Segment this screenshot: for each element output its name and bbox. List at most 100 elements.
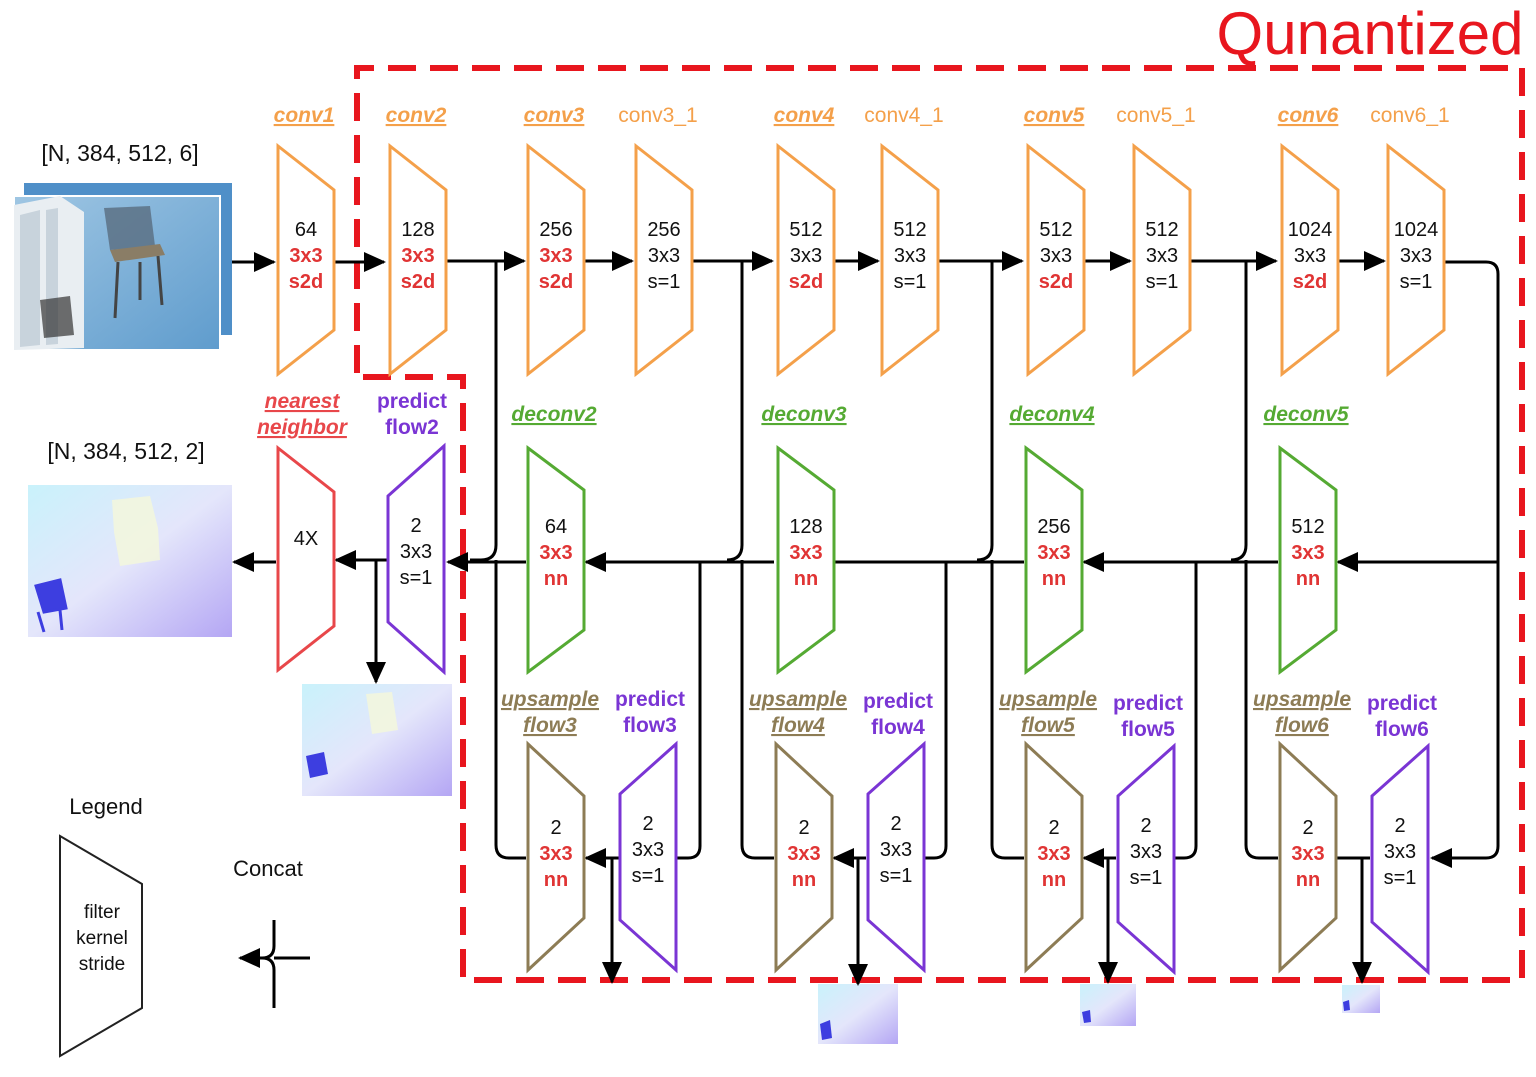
encoder-stride-conv4: s2d [789,271,823,293]
predict-block-2 [866,740,926,974]
encoder-filters-conv3: 256 [539,219,572,241]
encoder-stride-conv6: s2d [1293,271,1327,293]
deconv-filters-deconv5: 512 [1291,516,1324,538]
upsample-filters-2: 2 [1048,817,1059,839]
upsample-stride-0: nn [544,869,568,891]
deconv-stride-deconv3: nn [794,568,818,590]
deconv-block-deconv2 [526,445,586,675]
encoder-label-conv2: conv2 [386,104,447,127]
encoder-kernel-conv6_1: 3x3 [1400,245,1432,267]
encoder-stride-conv3: s2d [539,271,573,293]
encoder-filters-conv4_1: 512 [893,219,926,241]
predict-stride-4: s=1 [1384,867,1417,889]
predict-block-3 [1116,742,1176,976]
encoder-kernel-conv1: 3x3 [289,245,322,267]
deconv-label-deconv4: deconv4 [1009,403,1095,426]
flow4-thumbnail [1080,984,1136,1026]
legend-concat-label: Concat [233,856,303,881]
predict-label-3-line1: predict [1113,692,1183,715]
flow3-thumbnail [818,984,898,1044]
upsample-kernel-1: 3x3 [787,843,820,865]
legend-shape [59,834,143,1058]
legend-line-2: kernel [76,928,128,949]
nearest-neighbor-label-2: neighbor [257,416,349,439]
deconv-label-deconv5: deconv5 [1263,403,1349,426]
encoder-kernel-conv3_1: 3x3 [648,245,680,267]
encoder-block-conv4 [776,142,836,378]
encoder-block-conv1 [276,142,336,378]
deconv-kernel-deconv2: 3x3 [539,542,572,564]
encoder-label-conv3_1: conv3_1 [618,104,697,127]
upsample-block-3 [1278,740,1338,974]
encoder-kernel-conv6: 3x3 [1294,245,1326,267]
encoder-filters-conv3_1: 256 [647,219,680,241]
encoder-kernel-conv4_1: 3x3 [894,245,926,267]
encoder-kernel-conv2: 3x3 [401,245,434,267]
deconv-blocks: deconv2643x3nndeconv31283x3nndeconv42563… [511,403,1349,675]
output-flow-image [28,485,232,637]
deconv-kernel-deconv3: 3x3 [789,542,822,564]
diagram-title: Qunantized [1217,0,1524,67]
connection-lines [232,251,1500,986]
encoder-filters-conv6_1: 1024 [1394,219,1439,241]
legend-line-1: filter [84,902,121,923]
upsample-kernel-0: 3x3 [539,843,572,865]
encoder-label-conv3: conv3 [524,104,585,127]
legend-line-3: stride [79,954,125,975]
encoder-stride-conv3_1: s=1 [648,271,681,293]
deconv-stride-deconv4: nn [1042,568,1066,590]
deconv-kernel-deconv4: 3x3 [1037,542,1070,564]
upsample-filters-1: 2 [798,817,809,839]
nearest-neighbor-block: 4X [276,444,336,674]
predict-kernel-2: 3x3 [880,839,912,861]
upsample-kernel-2: 3x3 [1037,843,1070,865]
encoder-stride-conv6_1: s=1 [1400,271,1433,293]
predict-kernel-4: 3x3 [1384,841,1416,863]
flow2-thumbnail [302,684,452,796]
predict-label-1-line2: flow3 [623,714,677,737]
upsample-label-1-line2: flow4 [771,714,825,737]
predict-filters-0: 2 [410,515,421,537]
predict-block-0 [386,442,446,676]
encoder-blocks: conv1643x3s2dconv21283x3s2dconv32563x3s2… [274,104,1450,378]
input-shape-label: [N, 384, 512, 6] [41,140,198,166]
encoder-stride-conv5_1: s=1 [1146,271,1179,293]
upsample-label-0-line1: upsample [501,688,599,711]
upsample-label-3-line2: flow6 [1275,714,1329,737]
deconv-kernel-deconv5: 3x3 [1291,542,1324,564]
concat-symbol [238,920,310,1008]
upsample-blocks: upsampleflow323x3nnupsampleflow423x3nnup… [501,688,1351,974]
deconv-filters-deconv2: 64 [545,516,567,538]
encoder-block-conv4_1 [880,142,940,378]
predict-block-1 [618,740,678,974]
deconv-block-deconv3 [776,445,836,675]
encoder-kernel-conv3: 3x3 [539,245,572,267]
upsample-filters-0: 2 [550,817,561,839]
upsample-block-2 [1024,740,1084,974]
predict-stride-3: s=1 [1130,867,1163,889]
encoder-block-conv5_1 [1132,142,1192,378]
encoder-label-conv4_1: conv4_1 [864,104,943,127]
predict-label-3-line2: flow5 [1121,718,1175,741]
predict-kernel-1: 3x3 [632,839,664,861]
encoder-filters-conv4: 512 [789,219,822,241]
flow5-thumbnail [1342,985,1380,1013]
encoder-filters-conv6: 1024 [1288,219,1333,241]
encoder-block-conv6 [1280,142,1340,378]
encoder-filters-conv2: 128 [401,219,434,241]
deconv-stride-deconv5: nn [1296,568,1320,590]
encoder-label-conv1: conv1 [274,104,335,127]
predict-stride-0: s=1 [400,567,433,589]
encoder-stride-conv4_1: s=1 [894,271,927,293]
encoder-label-conv6_1: conv6_1 [1370,104,1449,127]
encoder-block-conv2 [388,142,448,378]
deconv-filters-deconv3: 128 [789,516,822,538]
encoder-label-conv5: conv5 [1024,104,1085,127]
encoder-stride-conv1: s2d [289,271,323,293]
encoder-block-conv3_1 [634,142,694,378]
predict-stride-2: s=1 [880,865,913,887]
encoder-block-conv6_1 [1386,142,1446,378]
predict-label-0-line1: predict [377,390,447,413]
